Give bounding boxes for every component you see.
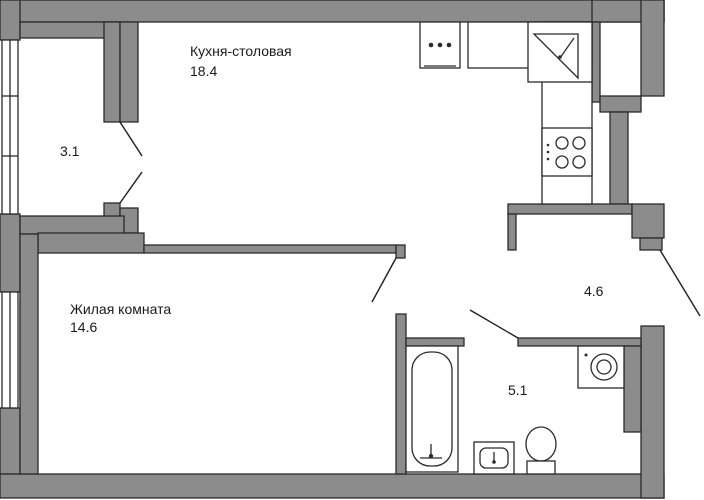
hall-area: 3.1 [60,143,80,159]
bath-top-wall-left [405,337,465,347]
doors [119,121,701,339]
burner-3 [555,155,569,169]
toilet-tank [526,460,556,475]
sink-basin-icon [532,33,579,80]
washing-machine-drum [590,353,618,381]
partition-end-post [395,244,406,259]
kitchen-living-partition [37,232,145,254]
bathtub-inner [411,351,453,467]
wall-right-top [640,0,665,97]
wall-left-middle [0,213,21,293]
living-name: Жилая комната [70,301,171,317]
kitchen-right-wall-top [591,21,601,103]
kitchen-area: 18.4 [190,63,217,79]
burner-4 [572,155,586,169]
kitchen-right-wall-horizontal [599,95,642,113]
hall-wall-right-upper [103,21,121,123]
door-hall-upper [119,121,143,157]
hall-wall-pier-top [119,21,139,123]
living-area: 14.6 [70,319,97,335]
fridge-dot-2 [437,42,443,48]
hall-living-wall [19,215,125,235]
kitchen-bottom-wall [507,203,633,215]
bathroom-area: 5.1 [508,382,528,398]
stove [541,127,593,177]
corridor-pier [631,203,665,239]
kitchen-name: Кухня-столовая [190,43,292,59]
wall-bottom [0,473,665,499]
kitchen-living-partition-thin [143,244,397,254]
door-hall-lower [119,171,143,204]
door-entrance [659,249,701,317]
corridor-pier-small [639,237,663,251]
wall-left-upper [0,0,21,41]
bath-right-inner-wall [623,345,642,433]
toilet-bowl [525,426,557,462]
bath-top-wall-right [517,337,642,347]
kitchen-bottom-wall-end [507,213,517,251]
bathroom-fixtures [405,345,625,475]
fridge-dot-3 [446,42,452,48]
bathtub [405,345,459,473]
kitchen-fixtures [419,21,593,205]
room-labels: Кухня-столовая 18.4 3.1 Жилая комната 14… [60,43,604,398]
corridor-area: 4.6 [584,283,604,299]
washbasin-bowl [479,447,509,469]
burner-2 [572,136,586,150]
living-left-inner-wall [19,233,39,475]
burner-1 [555,136,569,150]
door-living [371,257,397,303]
fridge-dot-1 [428,42,434,48]
wall-left-lower [0,407,21,475]
sink-corner [527,21,593,83]
exterior-walls [0,0,665,499]
kitchen-right-wall-vertical [609,111,629,205]
wall-right-bottom [640,325,665,499]
washing-machine [577,345,625,389]
door-bathroom [469,309,519,339]
wall-top [0,0,665,23]
bath-left-wall [395,313,407,475]
interior-walls [19,21,665,475]
